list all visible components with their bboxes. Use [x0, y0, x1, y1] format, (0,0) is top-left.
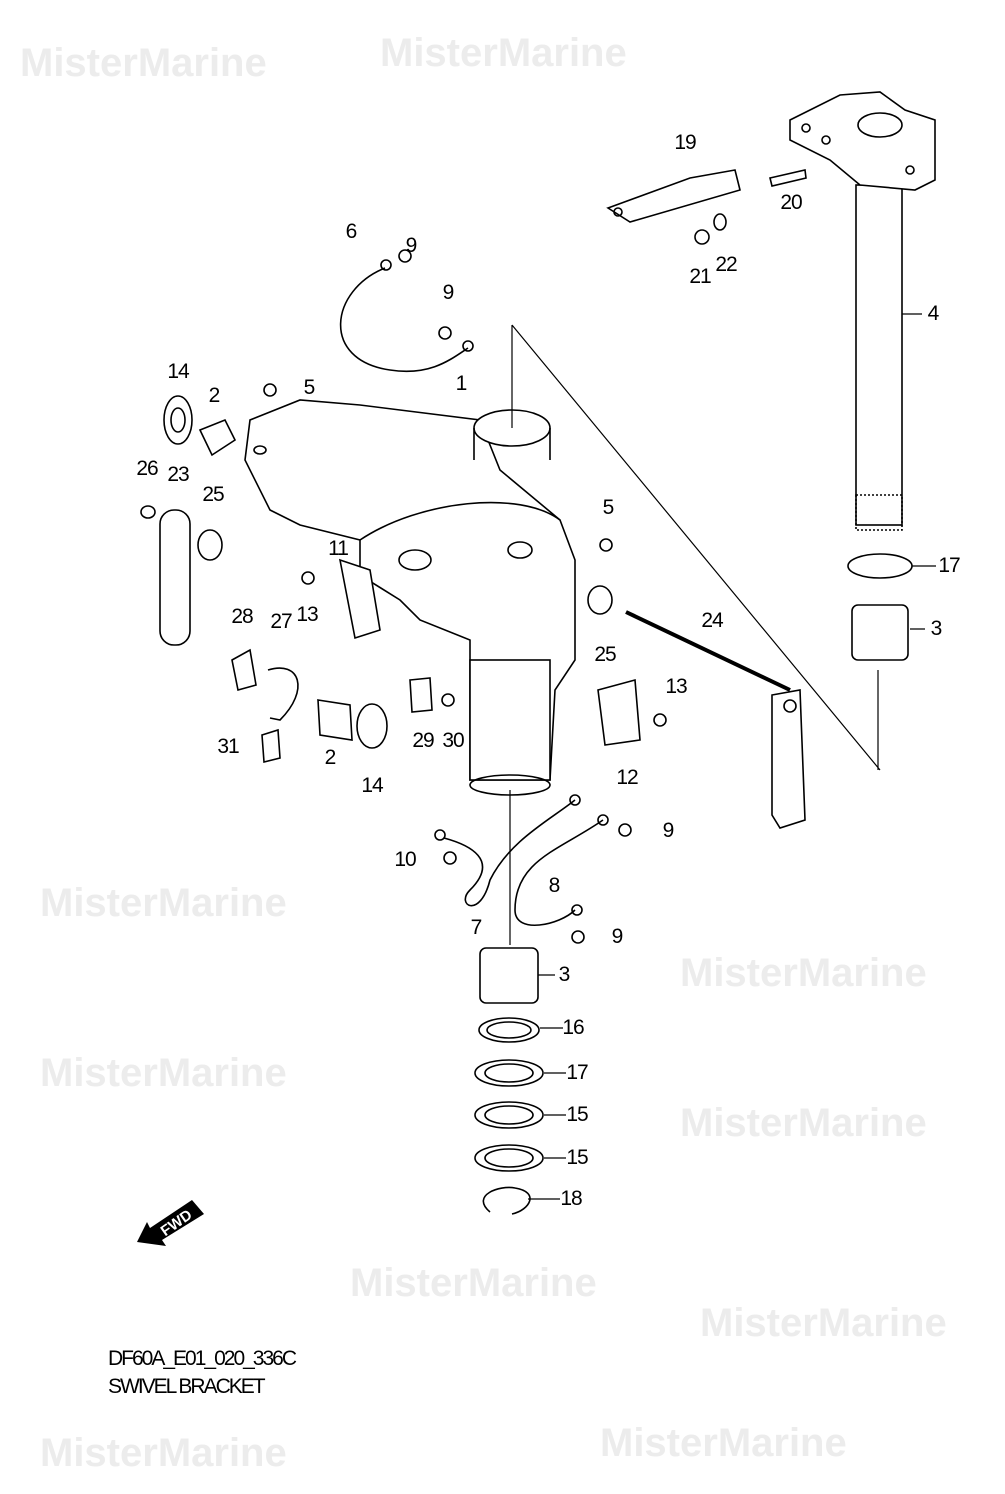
callout: 12 — [616, 766, 638, 789]
callout: 11 — [328, 537, 349, 560]
callout: 13 — [665, 675, 687, 698]
callout: 28 — [231, 605, 253, 628]
callout: 9 — [442, 281, 455, 304]
callout: 2 — [324, 746, 337, 769]
callout: 5 — [602, 496, 615, 519]
callout: 15 — [566, 1146, 588, 1169]
diagram-code: DF60A_E01_020_336C — [108, 1347, 297, 1370]
callout: 16 — [562, 1016, 584, 1039]
callout: 14 — [167, 360, 189, 383]
callout: 5 — [303, 376, 316, 399]
callout: 21 — [689, 265, 711, 288]
callout: 19 — [674, 131, 696, 154]
callout: 8 — [548, 874, 561, 897]
callout: 17 — [938, 554, 960, 577]
callout: 10 — [394, 848, 416, 871]
callout: 7 — [470, 916, 483, 939]
callout: 4 — [927, 302, 940, 325]
callout: 22 — [715, 253, 737, 276]
callout: 9 — [405, 234, 418, 257]
forward-arrow-icon: FWD — [137, 1200, 204, 1246]
callout: 31 — [217, 735, 239, 758]
callout: 1 — [455, 372, 468, 395]
callout: 25 — [202, 483, 224, 506]
steering-shaft-part — [789, 91, 936, 531]
callout: 25 — [594, 643, 616, 666]
callout: 9 — [611, 925, 624, 948]
callout: 27 — [270, 610, 292, 633]
callout: 30 — [442, 729, 464, 752]
callout: 23 — [167, 463, 189, 486]
callout: 3 — [930, 617, 943, 640]
callout: 26 — [136, 457, 158, 480]
callout: 6 — [345, 220, 358, 243]
callout: 14 — [361, 774, 383, 797]
callout: 18 — [560, 1187, 582, 1210]
callout: 2 — [208, 384, 221, 407]
callout: 17 — [566, 1061, 588, 1084]
callout: 13 — [296, 603, 318, 626]
callout: 15 — [566, 1103, 588, 1126]
callout: 9 — [662, 819, 675, 842]
callout: 24 — [701, 609, 723, 632]
diagram-title: SWIVEL BRACKET — [108, 1375, 266, 1398]
callout: 20 — [780, 191, 802, 214]
callout: 3 — [558, 963, 571, 986]
swivel-bracket-body — [244, 399, 576, 796]
callout: 29 — [412, 729, 434, 752]
